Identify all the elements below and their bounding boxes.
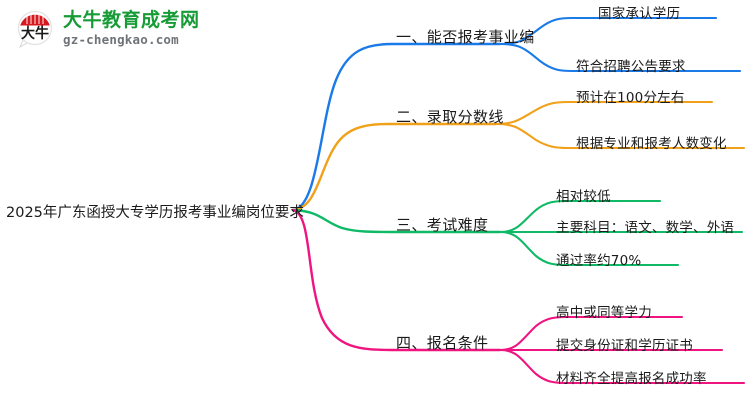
site-logo: 大牛 大牛教育成考网 gz-chengkao.com (14, 8, 200, 50)
branch-label-2[interactable]: 二、录取分数线 (396, 108, 504, 126)
wire-branch-1-child-2 (498, 42, 742, 73)
wire-branch-1-child-1 (498, 16, 718, 46)
wire-branch-1 (291, 42, 502, 212)
leaf-label-1-2[interactable]: 符合招聘公告要求 (576, 59, 686, 75)
logo-title: 大牛教育成考网 (63, 9, 200, 32)
wire-branch-3-child-1 (498, 199, 662, 234)
leaf-label-3-1[interactable]: 相对较低 (556, 189, 611, 205)
leaf-label-4-3[interactable]: 材料齐全提高报名成功率 (556, 371, 707, 387)
logo-mark-icon: 大牛 (14, 8, 56, 50)
branch-label-1[interactable]: 一、能否报考事业编 (396, 28, 535, 46)
leaf-label-3-3[interactable]: 通过率约70% (556, 253, 642, 269)
leaf-label-2-2[interactable]: 根据专业和报考人数变化 (576, 136, 727, 152)
leaf-label-2-1[interactable]: 预计在100分左右 (576, 90, 685, 106)
leaf-label-4-2[interactable]: 提交身份证和学历证书 (556, 338, 693, 354)
branch-label-4[interactable]: 四、报名条件 (396, 334, 489, 352)
leaf-label-4-1[interactable]: 高中或同等学力 (556, 305, 652, 321)
wire-branch-4-child-3 (498, 348, 746, 385)
wire-branch-4 (291, 208, 502, 352)
leaf-label-3-2[interactable]: 主要科目：语文、数学、外语 (556, 220, 735, 236)
wire-branch-4-child-1 (498, 315, 684, 352)
wire-branch-3-child-3 (498, 230, 680, 267)
wire-branch-2 (291, 122, 498, 212)
logo-subtitle: gz-chengkao.com (63, 32, 179, 48)
svg-text:大牛: 大牛 (21, 25, 49, 42)
wire-branch-2-child-2 (494, 122, 746, 150)
wire-branch-2-child-1 (494, 100, 714, 126)
branch-label-3[interactable]: 三、考试难度 (396, 216, 489, 234)
leaf-label-1-1[interactable]: 国家承认学历 (598, 6, 681, 22)
root-node-label[interactable]: 2025年广东函授大专学历报考事业编岗位要求 (6, 205, 304, 221)
wire-branch-3 (291, 208, 502, 234)
